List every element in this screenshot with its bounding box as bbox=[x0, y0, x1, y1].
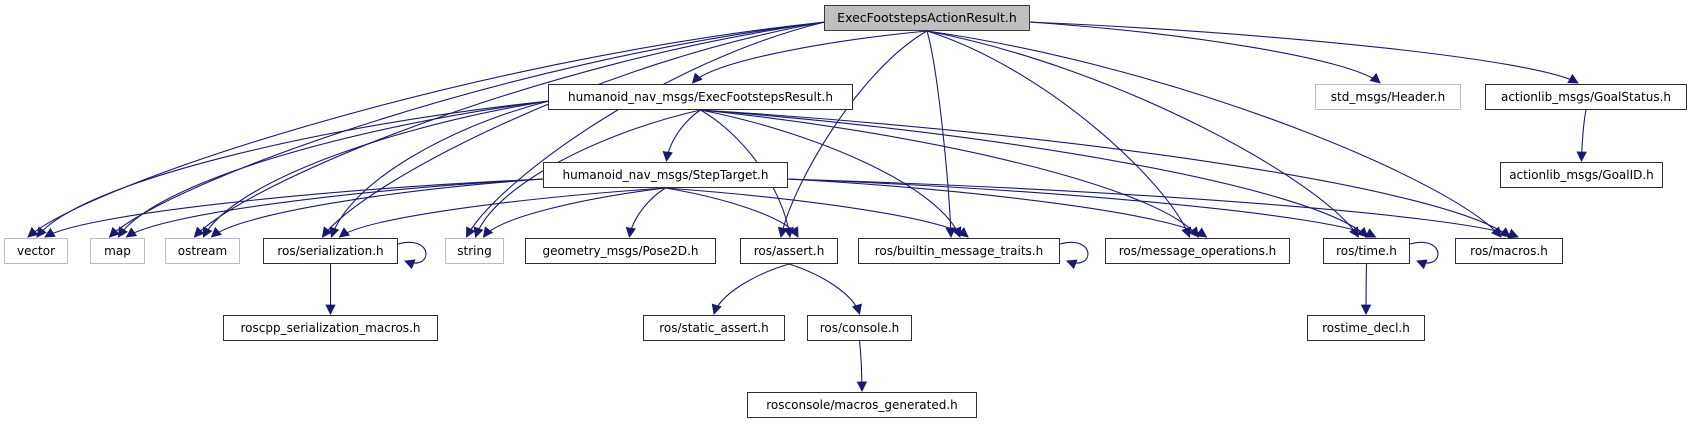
graph-node-rosconsole-macros-generated[interactable]: rosconsole/macros_generated.h bbox=[747, 392, 977, 418]
edge-step-target-to-vector bbox=[44, 178, 545, 238]
edge-exec-footsteps-result-to-step-target bbox=[662, 109, 701, 163]
edge-exec-footsteps-action-result-to-goal-status bbox=[1028, 21, 1579, 84]
edge-exec-footsteps-result-to-builtin-message-traits bbox=[700, 109, 962, 238]
edge-exec-footsteps-action-result-to-ostream bbox=[193, 21, 826, 238]
edge-exec-footsteps-action-result-to-vector bbox=[27, 21, 826, 238]
graph-node-step-target[interactable]: humanoid_nav_msgs/StepTarget.h bbox=[543, 162, 788, 188]
edge-exec-footsteps-result-to-map bbox=[117, 100, 550, 238]
edge-exec-footsteps-action-result-to-ros-assert bbox=[777, 30, 928, 239]
graph-node-pose2d[interactable]: geometry_msgs/Pose2D.h bbox=[525, 238, 716, 264]
graph-node-rostime-decl[interactable]: rostime_decl.h bbox=[1307, 315, 1425, 341]
graph-node-exec-footsteps-result[interactable]: humanoid_nav_msgs/ExecFootstepsResult.h bbox=[548, 84, 853, 110]
edge-step-target-to-pose2d bbox=[625, 187, 666, 239]
edge-step-target-to-ros-macros bbox=[786, 178, 1519, 239]
graph-node-ostream[interactable]: ostream bbox=[165, 238, 240, 264]
edge-step-target-to-ostream bbox=[210, 178, 545, 238]
edge-ros-time-to-ros-time bbox=[1409, 241, 1439, 270]
edge-exec-footsteps-result-to-ros-serialization bbox=[329, 100, 550, 238]
edge-exec-footsteps-action-result-to-exec-footsteps-result bbox=[691, 30, 928, 84]
edge-ros-console-to-rosconsole-macros-generated bbox=[856, 340, 868, 393]
edge-exec-footsteps-result-to-message-operations bbox=[700, 109, 1200, 238]
graph-node-ros-time[interactable]: ros/time.h bbox=[1323, 238, 1410, 264]
edge-step-target-to-builtin-message-traits bbox=[665, 187, 969, 238]
edge-step-target-to-ros-assert bbox=[665, 187, 799, 238]
edge-exec-footsteps-action-result-to-ros-time bbox=[926, 30, 1360, 238]
edge-goal-status-to-goal-id bbox=[1576, 109, 1587, 163]
graph-node-string[interactable]: string bbox=[445, 238, 504, 264]
edge-step-target-to-message-operations bbox=[786, 178, 1208, 238]
graph-node-goal-status[interactable]: actionlib_msgs/GoalStatus.h bbox=[1485, 84, 1687, 110]
edge-exec-footsteps-action-result-to-std-msgs-header bbox=[1028, 21, 1381, 84]
edge-ros-time-to-rostime-decl bbox=[1360, 263, 1372, 316]
edge-step-target-to-ros-serialization bbox=[338, 187, 666, 238]
edge-builtin-message-traits-to-builtin-message-traits bbox=[1059, 241, 1089, 270]
graph-node-exec-footsteps-action-result[interactable]: ExecFootstepsActionResult.h bbox=[824, 5, 1030, 31]
edge-exec-footsteps-action-result-to-map bbox=[108, 21, 826, 238]
edge-exec-footsteps-result-to-ros-time bbox=[700, 109, 1369, 238]
graph-node-roscpp-serialization-macros[interactable]: roscpp_serialization_macros.h bbox=[223, 315, 438, 341]
edge-exec-footsteps-action-result-to-message-operations bbox=[926, 30, 1192, 238]
edge-step-target-to-map bbox=[125, 178, 545, 238]
edge-ros-serialization-to-ros-serialization bbox=[397, 241, 427, 270]
edge-ros-assert-to-ros-console bbox=[788, 263, 862, 316]
edge-exec-footsteps-action-result-to-ros-serialization bbox=[321, 21, 826, 238]
graph-node-goal-id[interactable]: actionlib_msgs/GoalID.h bbox=[1500, 162, 1663, 188]
graph-node-ros-console[interactable]: ros/console.h bbox=[807, 315, 912, 341]
graph-node-map[interactable]: map bbox=[90, 238, 145, 264]
graph-node-builtin-message-traits[interactable]: ros/builtin_message_traits.h bbox=[858, 238, 1060, 264]
edge-exec-footsteps-action-result-to-ros-macros bbox=[926, 30, 1502, 238]
edge-exec-footsteps-action-result-to-builtin-message-traits bbox=[926, 30, 956, 239]
edge-exec-footsteps-result-to-vector bbox=[36, 100, 550, 238]
edge-step-target-to-string bbox=[482, 187, 666, 238]
edge-exec-footsteps-result-to-ros-macros bbox=[700, 109, 1511, 238]
graph-node-ros-serialization[interactable]: ros/serialization.h bbox=[263, 238, 398, 264]
edge-step-target-to-ros-time bbox=[786, 178, 1377, 238]
edge-ros-assert-to-static-assert bbox=[711, 263, 790, 316]
graph-node-vector[interactable]: vector bbox=[4, 238, 68, 264]
graph-node-static-assert[interactable]: ros/static_assert.h bbox=[643, 315, 785, 341]
edge-exec-footsteps-action-result-to-string bbox=[466, 21, 826, 238]
graph-node-ros-assert[interactable]: ros/assert.h bbox=[740, 238, 838, 264]
edge-exec-footsteps-result-to-ostream bbox=[203, 100, 550, 238]
graph-node-ros-macros[interactable]: ros/macros.h bbox=[1455, 238, 1563, 264]
graph-node-std-msgs-header[interactable]: std_msgs/Header.h bbox=[1315, 84, 1461, 110]
graph-node-message-operations[interactable]: ros/message_operations.h bbox=[1105, 238, 1290, 264]
